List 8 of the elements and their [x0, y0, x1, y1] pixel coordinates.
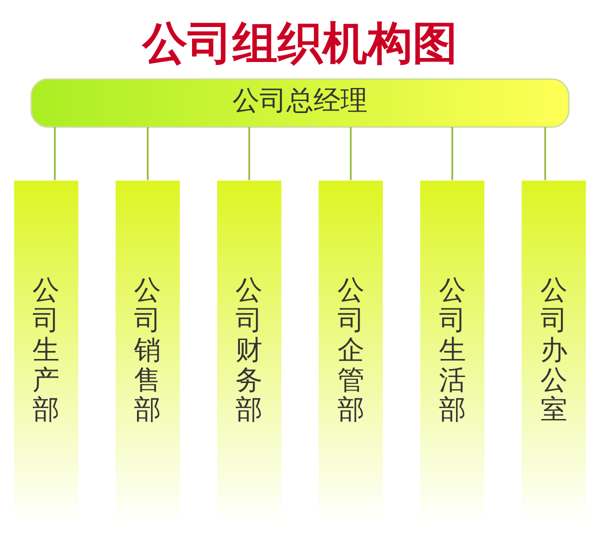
- connector: [451, 126, 454, 180]
- connector: [54, 126, 56, 180]
- connector: [350, 126, 352, 180]
- node-box: 公司总经理: [30, 78, 570, 128]
- connector: [146, 126, 149, 180]
- diagram-title: 公司组织机构图: [142, 16, 458, 70]
- connector: [248, 126, 250, 180]
- connector: [544, 126, 546, 180]
